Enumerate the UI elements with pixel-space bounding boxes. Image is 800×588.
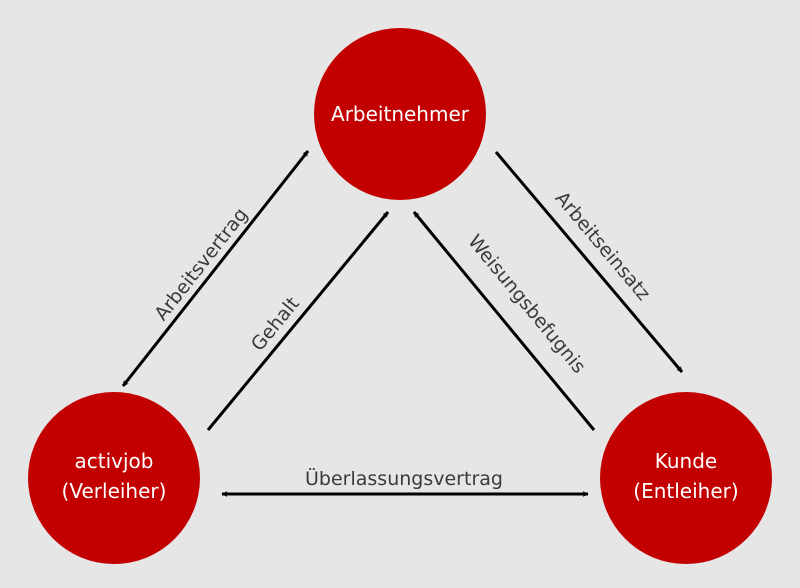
arbeitsvertrag-label: Arbeitsvertrag [150,204,252,325]
edge-ueberlassungsvertrag: Überlassungsvertrag [221,467,589,497]
node-arbeitnehmer: Arbeitnehmer [314,28,486,200]
weisungsbefugnis-arrow [412,211,596,431]
ueberlassungsvertrag-label: Überlassungsvertrag [305,467,503,490]
arbeitseinsatz-arrow [494,151,684,373]
arbeitnehmer-circle [314,28,486,200]
entleiher-label-line2: (Entleiher) [633,479,738,503]
edge-arbeitseinsatz: Arbeitseinsatz [494,151,684,373]
arbeitsvertrag-arrow [121,150,310,387]
gehalt-arrow [206,211,390,431]
weisungsbefugnis-label: Weisungsbefugnis [463,231,590,378]
entleiher-label-line1: Kunde [655,449,717,473]
node-verleiher: activjob (Verleiher) [28,392,200,564]
verleiher-label-line1: activjob [75,449,154,473]
entleiher-circle [600,392,772,564]
arbeitnehmer-label: Arbeitnehmer [331,102,470,126]
verleiher-circle [28,392,200,564]
arbeitseinsatz-label: Arbeitseinsatz [551,187,655,304]
node-entleiher: Kunde (Entleiher) [600,392,772,564]
edge-arbeitsvertrag: Arbeitsvertrag [121,150,310,387]
edge-weisungsbefugnis: Weisungsbefugnis [412,211,596,431]
verleiher-label-line2: (Verleiher) [62,479,167,503]
